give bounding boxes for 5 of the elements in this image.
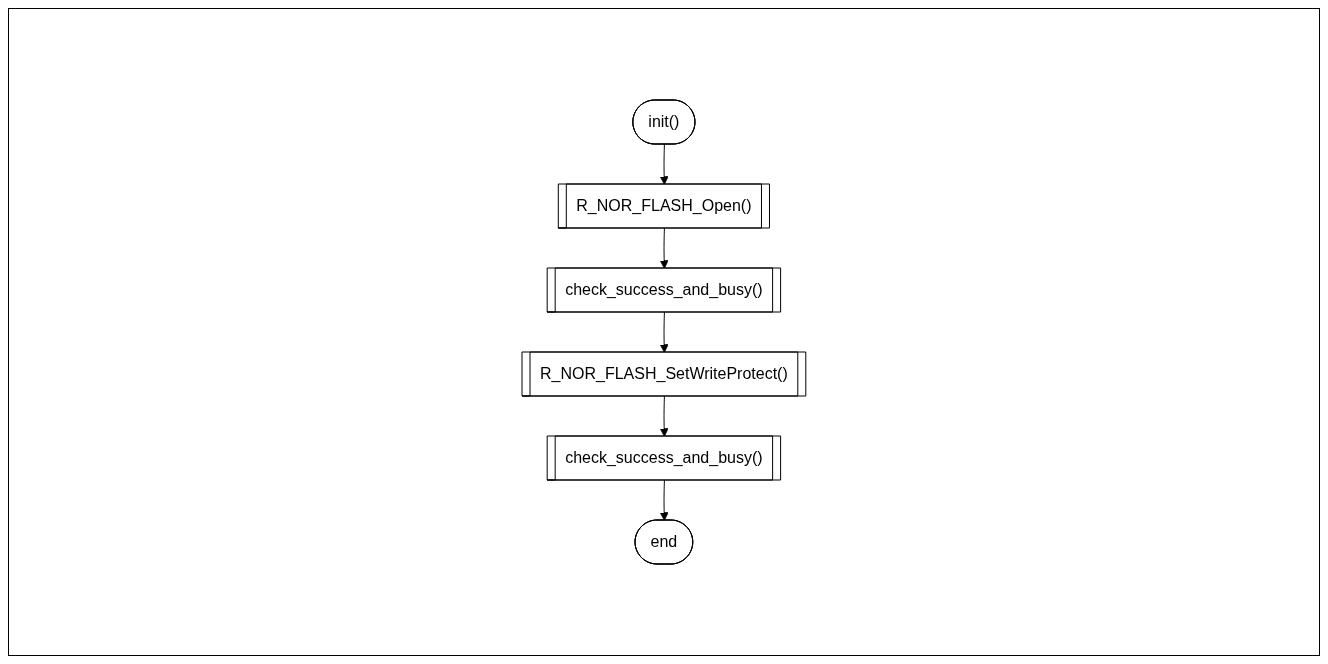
arrow bbox=[659, 396, 669, 437]
arrow bbox=[659, 480, 669, 521]
arrow bbox=[659, 228, 669, 269]
arrow bbox=[659, 144, 669, 185]
arrow bbox=[659, 312, 669, 353]
